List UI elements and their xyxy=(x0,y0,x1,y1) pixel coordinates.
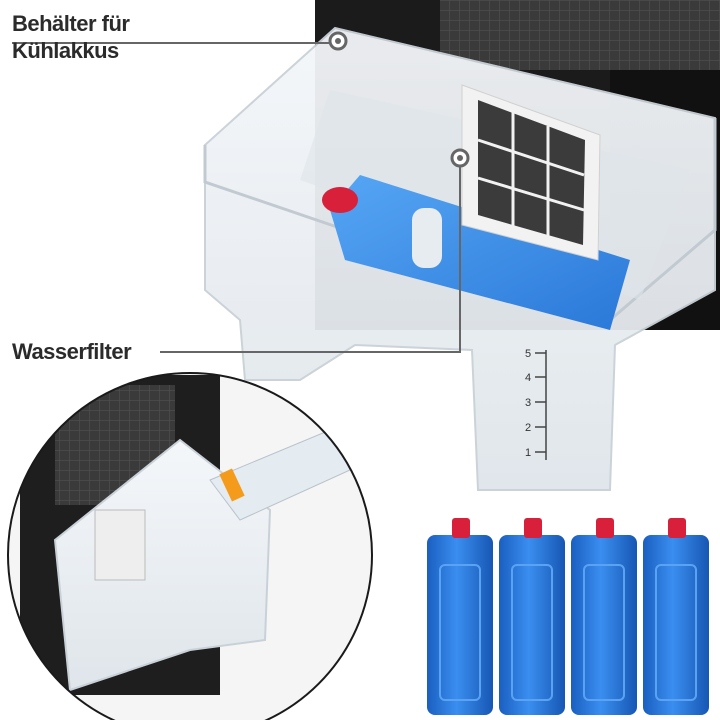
ice-pack xyxy=(427,518,493,715)
ice-pack-cap xyxy=(596,518,614,538)
tank-callout-line1: Behälter für xyxy=(12,11,130,36)
ice-pack-in-tank xyxy=(322,175,630,330)
scale-mark: 3 xyxy=(525,397,531,409)
callout-lines xyxy=(12,31,470,353)
ice-packs-row xyxy=(427,518,709,715)
filter-callout-label: Wasserfilter xyxy=(12,339,132,364)
tank-callout-line2: Kühlakkus xyxy=(12,38,119,63)
ice-pack xyxy=(499,518,565,715)
level-scale: 1 2 3 4 5 xyxy=(525,348,547,460)
scale-mark: 2 xyxy=(525,422,531,434)
tank-callout-label: Behälter für Kühlakkus xyxy=(12,10,130,64)
ice-pack-cap xyxy=(524,518,542,538)
scale-mark: 1 xyxy=(525,447,531,459)
ice-pack-cap xyxy=(452,518,470,538)
ice-pack-cap xyxy=(668,518,686,538)
inset-fill-illustration xyxy=(7,372,373,720)
water-filter xyxy=(461,84,601,261)
scale-mark: 4 xyxy=(525,372,531,384)
ice-pack-cap xyxy=(322,187,358,213)
ice-pack xyxy=(643,518,709,715)
ice-pack xyxy=(571,518,637,715)
scale-mark: 5 xyxy=(525,348,531,360)
